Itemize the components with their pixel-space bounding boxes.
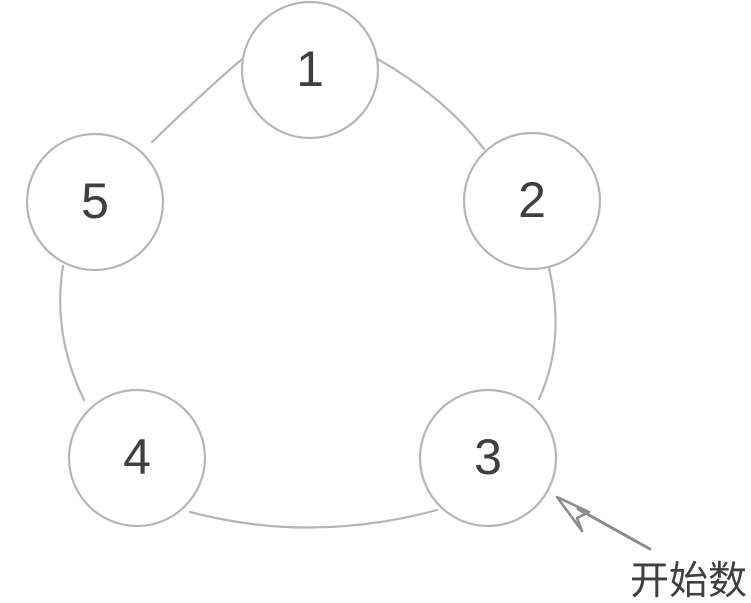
node-2-circle[interactable] [462, 131, 602, 271]
edge-4-5 [59, 264, 86, 402]
node-2[interactable]: 2 [462, 131, 602, 271]
node-5-label: 5 [81, 173, 109, 229]
node-1-circle[interactable] [240, 0, 380, 140]
edge-3-4 [188, 508, 439, 529]
edge-group [59, 53, 557, 529]
node-group: 1 2 3 4 5 [25, 0, 602, 528]
node-4-label: 4 [123, 429, 151, 485]
node-3-circle[interactable] [418, 388, 558, 528]
annotation-arrow [555, 495, 652, 551]
node-5[interactable]: 5 [25, 132, 165, 272]
node-1-label: 1 [296, 41, 324, 97]
node-1[interactable]: 1 [240, 0, 380, 140]
edge-5-1 [150, 53, 249, 144]
arrow-shaft-line [576, 507, 652, 551]
node-4-circle[interactable] [67, 388, 207, 528]
node-2-label: 2 [518, 172, 546, 228]
node-4[interactable]: 4 [67, 388, 207, 528]
annotation-label: 开始数 [630, 559, 747, 603]
node-3-label: 3 [474, 429, 502, 485]
edge-2-3 [537, 266, 557, 401]
node-5-circle[interactable] [25, 132, 165, 272]
edge-1-2 [372, 55, 486, 151]
node-3[interactable]: 3 [418, 388, 558, 528]
arrow-head-icon [555, 495, 591, 533]
